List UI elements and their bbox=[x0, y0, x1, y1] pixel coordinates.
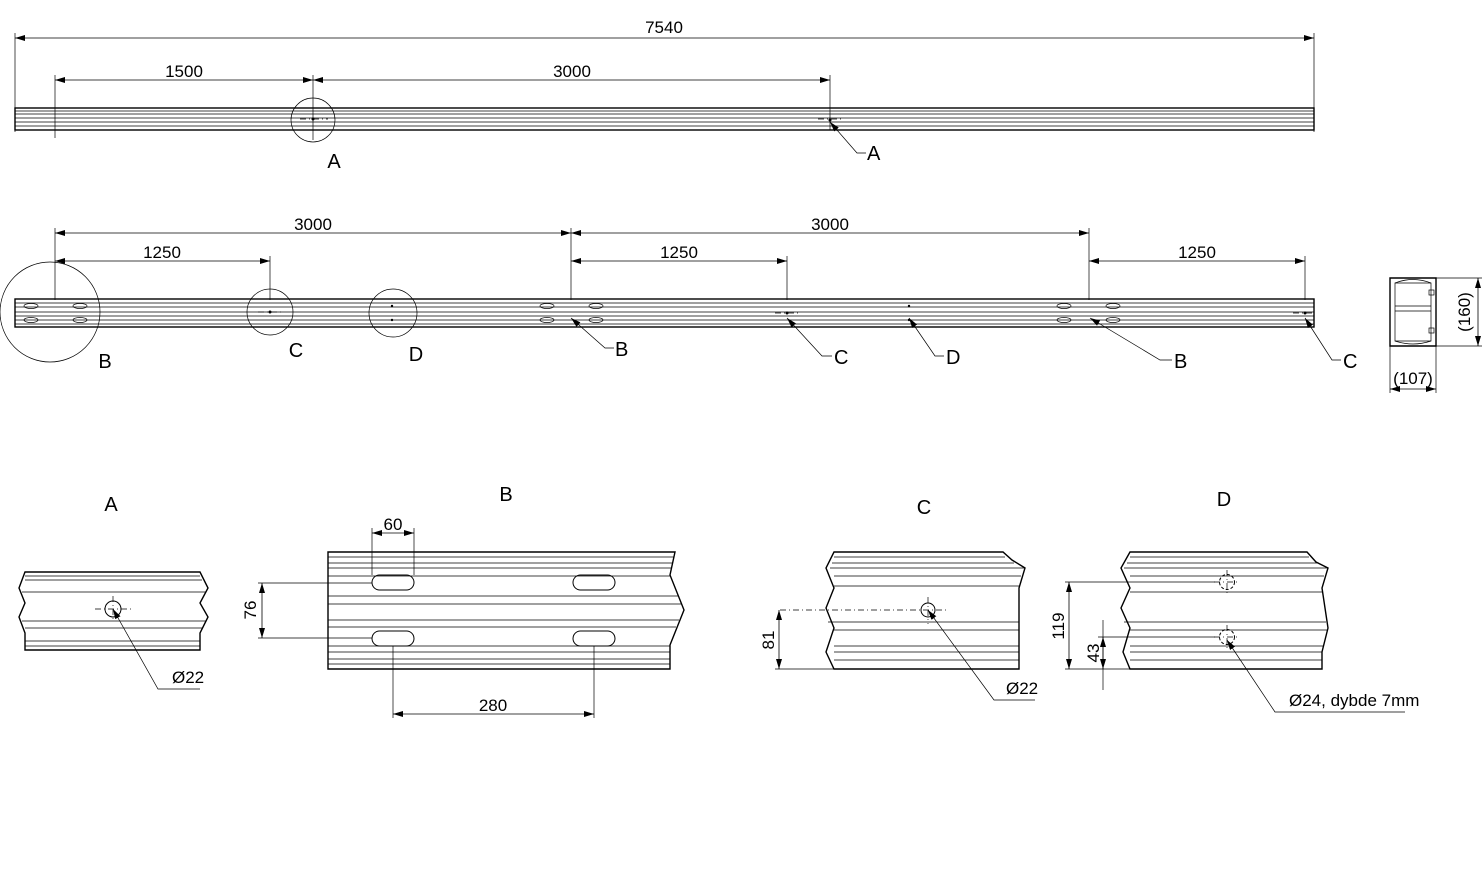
section-height: (160) bbox=[1455, 292, 1474, 332]
leader-label-a: A bbox=[867, 143, 881, 165]
detail-c-hole: Ø22 bbox=[1006, 679, 1038, 698]
callout-circle-b bbox=[0, 261, 101, 363]
callout-label-b: B bbox=[98, 351, 111, 373]
leader-label-b2: B bbox=[1174, 351, 1187, 373]
detail-b bbox=[258, 528, 685, 718]
detail-c-height: 81 bbox=[759, 631, 778, 650]
detail-b-slot-spacing-v: 76 bbox=[241, 601, 260, 620]
detail-a-hole: Ø22 bbox=[172, 668, 204, 687]
leader-label-b1: B bbox=[615, 339, 628, 361]
top-beam bbox=[14, 33, 1315, 154]
dim-3000: 3000 bbox=[553, 62, 591, 81]
section-width: (107) bbox=[1393, 369, 1433, 388]
detail-c bbox=[775, 551, 1035, 701]
detail-d-hole: Ø24, dybde 7mm bbox=[1289, 691, 1419, 710]
detail-b-title: B bbox=[499, 484, 512, 506]
detail-b-slot-width: 60 bbox=[384, 515, 403, 534]
cross-section bbox=[1389, 277, 1482, 393]
callout-circle-d bbox=[368, 288, 418, 338]
detail-d-height-2: 43 bbox=[1084, 644, 1103, 663]
dim-1250-c: 1250 bbox=[1178, 243, 1216, 262]
detail-a bbox=[18, 571, 209, 690]
leader-label-c1: C bbox=[834, 347, 848, 369]
callout-label-c: C bbox=[289, 340, 303, 362]
callout-label-a: A bbox=[327, 151, 341, 173]
leader-label-c2: C bbox=[1343, 351, 1357, 373]
detail-d-height-1: 119 bbox=[1049, 612, 1068, 639]
dim-1250-a: 1250 bbox=[143, 243, 181, 262]
leader-label-d1: D bbox=[946, 347, 960, 369]
middle-beam bbox=[0, 228, 1341, 363]
callout-label-d: D bbox=[409, 344, 423, 366]
detail-a-title: A bbox=[104, 494, 118, 516]
callout-circle-c bbox=[246, 288, 294, 336]
dim-3000-left: 3000 bbox=[294, 215, 332, 234]
detail-c-title: C bbox=[917, 497, 931, 519]
detail-d bbox=[1065, 551, 1405, 713]
dim-1250-b: 1250 bbox=[660, 243, 698, 262]
callout-circle-a bbox=[290, 97, 336, 143]
detail-d-title: D bbox=[1217, 489, 1231, 511]
detail-b-slot-spacing-h: 280 bbox=[479, 696, 507, 715]
dim-1500: 1500 bbox=[165, 62, 203, 81]
dim-3000-right: 3000 bbox=[811, 215, 849, 234]
dim-7540: 7540 bbox=[645, 18, 683, 37]
